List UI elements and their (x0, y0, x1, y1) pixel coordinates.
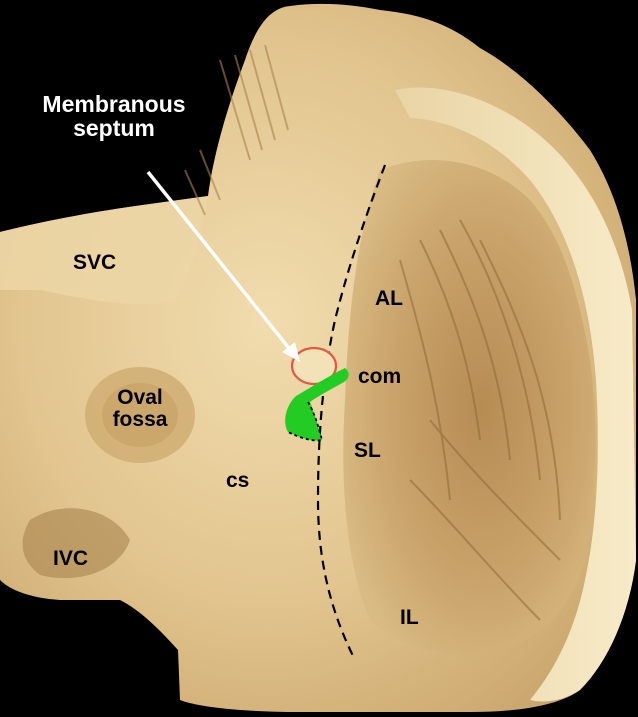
membranous-septum-outline (290, 346, 338, 386)
com-label: com (358, 365, 402, 388)
membranous-septum-label: Membranous septum (24, 92, 204, 140)
ivc-label: IVC (53, 547, 89, 570)
svc-region (0, 196, 208, 305)
il-label: IL (400, 606, 419, 629)
ventricular-rim (395, 87, 636, 702)
al-label: AL (375, 287, 403, 310)
membranous-septum-label-line2: septum (73, 115, 155, 142)
svc-label: SVC (73, 251, 117, 274)
oval-fossa-label: Oval fossa (100, 386, 180, 432)
membranous-septum-label-line1: Membranous (42, 91, 186, 117)
ivc-opening (22, 508, 131, 579)
pectinate-muscles (184, 44, 289, 216)
membranous-septum-arrow (146, 170, 300, 362)
oval-fossa-label-line2: fossa (112, 408, 168, 432)
cs-label: cs (226, 469, 250, 492)
green-highlight-region (285, 368, 349, 441)
sl-label: SL (354, 439, 381, 462)
dashed-boundary-line (316, 164, 387, 661)
oval-fossa-label-line1: Oval (117, 386, 163, 409)
trabeculae (399, 219, 561, 621)
